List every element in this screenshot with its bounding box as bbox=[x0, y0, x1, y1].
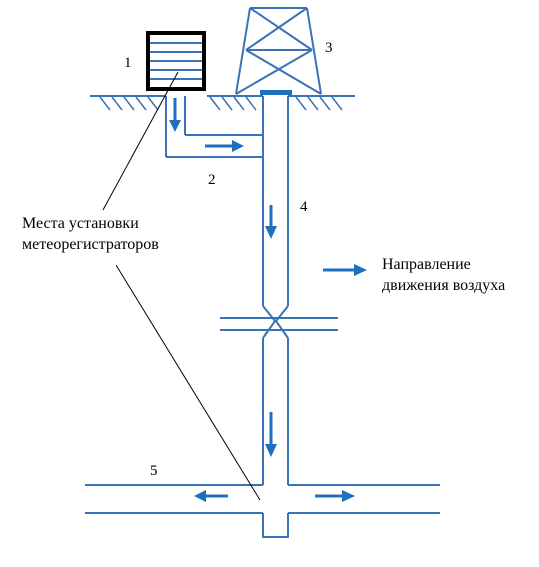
arrow-channel-right bbox=[205, 140, 244, 152]
fan-channel bbox=[165, 96, 263, 158]
arrow-legend bbox=[323, 264, 367, 276]
label-1: 1 bbox=[124, 55, 132, 71]
leader-lines bbox=[102, 71, 261, 501]
arrow-fan-down bbox=[169, 98, 181, 132]
label-3: 3 bbox=[325, 40, 333, 56]
sensor-places-label-line2: метеорегистраторов bbox=[22, 236, 159, 253]
sensor-places-label-line1: Места установки bbox=[22, 215, 139, 232]
fan-building bbox=[146, 31, 206, 91]
arrow-drift-left bbox=[194, 490, 228, 502]
label-2: 2 bbox=[208, 172, 216, 188]
label-4: 4 bbox=[300, 199, 308, 215]
ground-hatching bbox=[99, 96, 343, 111]
arrow-shaft-down-upper bbox=[265, 205, 277, 239]
ground-surface bbox=[90, 95, 355, 111]
drift bbox=[85, 484, 440, 514]
airflow-arrows bbox=[169, 98, 367, 502]
shaft bbox=[220, 96, 338, 538]
airflow-legend-line2: движения воздуха bbox=[382, 277, 505, 294]
shaft-collar bbox=[260, 90, 292, 95]
label-5: 5 bbox=[150, 463, 158, 479]
arrow-drift-right bbox=[315, 490, 355, 502]
arrow-shaft-down-lower bbox=[265, 412, 277, 457]
headframe-tower bbox=[235, 7, 322, 95]
airflow-legend-line1: Направление bbox=[382, 256, 471, 273]
